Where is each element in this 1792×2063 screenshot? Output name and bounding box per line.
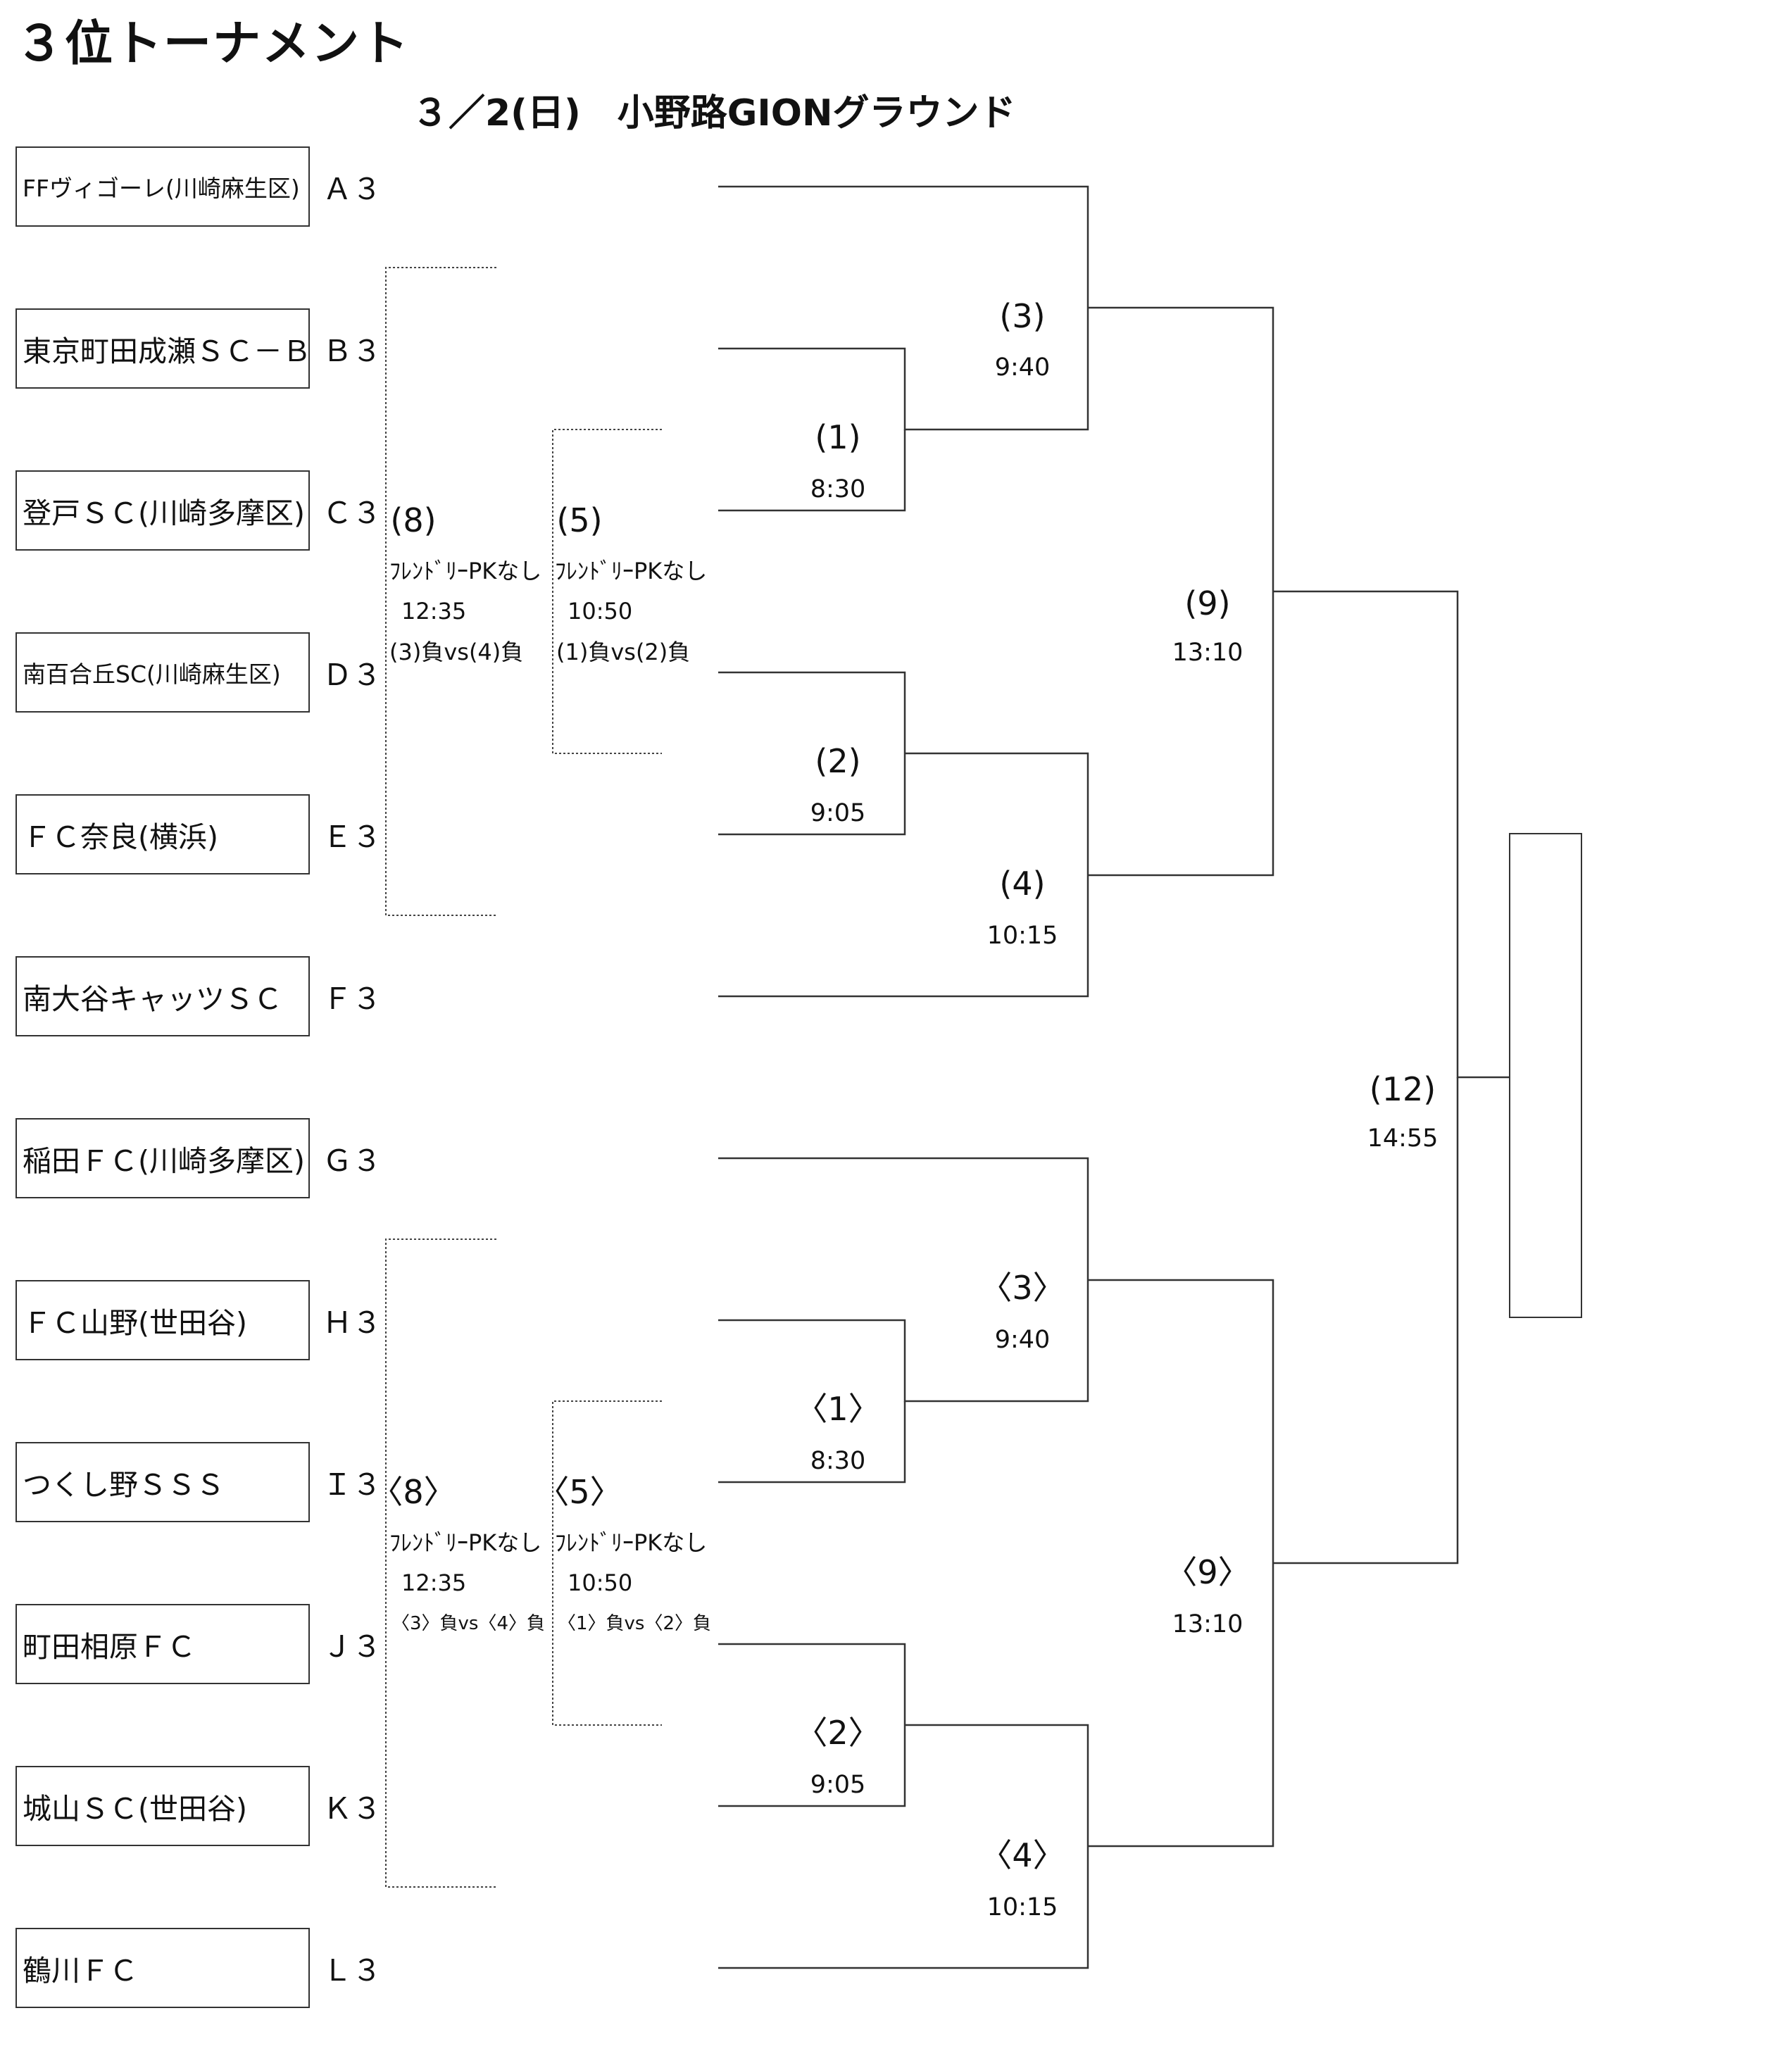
team-box: 登戸ＳＣ(川崎多摩区): [15, 470, 310, 551]
consolation-match-number: (5): [556, 501, 603, 539]
team-seed: Ｆ３: [322, 981, 382, 1016]
team-seed: Ｇ３: [322, 1143, 382, 1178]
team-box: 東京町田成瀬ＳＣ－Ｂ: [15, 308, 310, 389]
bracket-line: [718, 1157, 1089, 1403]
match-number: (4): [999, 865, 1046, 903]
consolation-pair: (3)負vs(4)負: [389, 639, 524, 665]
winner-box: [1509, 833, 1582, 1318]
team-name: 登戸ＳＣ(川崎多摩区): [23, 496, 305, 530]
match-number: 〈4〉: [979, 1836, 1065, 1874]
team-box: ＦＣ山野(世田谷): [15, 1280, 310, 1360]
consolation-time: 10:50: [568, 598, 633, 625]
consolation-note: ﾌﾚﾝﾄﾞﾘｰPKなし: [389, 1529, 542, 1556]
consolation-bracket: [385, 1239, 496, 1888]
team-name: 稲田ＦＣ(川崎多摩区): [23, 1144, 305, 1178]
page-title: ３位トーナメント: [15, 16, 411, 72]
team-box: ＦＣ奈良(横浜): [15, 794, 310, 874]
match-number: (1): [815, 418, 861, 456]
team-seed: Ｄ３: [322, 657, 382, 692]
match-number: 〈9〉: [1165, 1553, 1251, 1591]
team-name: つくし野ＳＳＳ: [23, 1468, 225, 1502]
match-number: (3): [999, 297, 1046, 335]
team-seed: Ｌ３: [322, 1952, 382, 1988]
team-seed: Ｋ３: [322, 1791, 382, 1826]
team-box: つくし野ＳＳＳ: [15, 1442, 310, 1522]
team-name: 南大谷キャッツＳＣ: [23, 982, 282, 1016]
team-box: 南大谷キャッツＳＣ: [15, 956, 310, 1036]
team-seed: Ｅ３: [322, 819, 382, 854]
final-match-number: (12): [1369, 1070, 1436, 1108]
bracket-line: [1273, 590, 1509, 1079]
consolation-pair: (1)負vs(2)負: [556, 639, 691, 665]
match-number: 〈2〉: [795, 1714, 881, 1752]
consolation-time: 12:35: [401, 598, 467, 625]
team-name: 南百合丘SC(川崎麻生区): [23, 660, 281, 688]
match-time: 13:10: [1172, 639, 1243, 667]
match-time: 10:15: [986, 922, 1058, 950]
team-seed: Ｈ３: [322, 1305, 382, 1340]
match-time: 9:05: [810, 799, 866, 827]
team-box: 南百合丘SC(川崎麻生区): [15, 632, 310, 713]
team-seed: Ｂ３: [322, 333, 382, 368]
bracket-line: [1088, 306, 1274, 877]
team-name: 城山ＳＣ(世田谷): [23, 1792, 247, 1826]
match-number: (9): [1184, 584, 1231, 622]
team-name: 鶴川ＦＣ: [23, 1954, 138, 1988]
team-name: FFヴィゴーレ(川崎麻生区): [23, 175, 300, 202]
consolation-time: 12:35: [401, 1569, 467, 1596]
consolation-time: 10:50: [568, 1569, 633, 1596]
team-box: 町田相原ＦＣ: [15, 1604, 310, 1684]
match-time: 9:05: [810, 1771, 866, 1799]
bracket-line: [718, 429, 906, 512]
consolation-note: ﾌﾚﾝﾄﾞﾘｰPKなし: [555, 558, 708, 584]
consolation-pair: 〈3〉負vs〈4〉負: [391, 1613, 546, 1634]
match-time: 9:40: [994, 1326, 1051, 1354]
match-time: 13:10: [1172, 1610, 1243, 1638]
match-time: 10:15: [986, 1893, 1058, 1921]
consolation-match-number: 〈8〉: [370, 1473, 456, 1511]
consolation-note: ﾌﾚﾝﾄﾞﾘｰPKなし: [555, 1529, 708, 1556]
team-name: 町田相原ＦＣ: [23, 1630, 196, 1664]
match-time: 9:40: [994, 353, 1051, 382]
team-box: FFヴィゴーレ(川崎麻生区): [15, 146, 310, 227]
team-name: ＦＣ山野(世田谷): [23, 1306, 247, 1340]
match-number: 〈1〉: [795, 1390, 881, 1428]
bracket-line: [1273, 1077, 1459, 1565]
bracket-line: [718, 1401, 906, 1484]
team-box: 鶴川ＦＣ: [15, 1928, 310, 2008]
consolation-bracket: [552, 1400, 662, 1726]
consolation-match-number: 〈5〉: [537, 1473, 622, 1511]
consolation-note: ﾌﾚﾝﾄﾞﾘｰPKなし: [389, 558, 542, 584]
consolation-match-number: (8): [390, 501, 437, 539]
consolation-bracket: [552, 429, 662, 754]
team-seed: Ｃ３: [322, 495, 382, 530]
match-number: 〈3〉: [979, 1269, 1065, 1307]
team-name: 東京町田成瀬ＳＣ－Ｂ: [23, 334, 310, 368]
team-box: 稲田ＦＣ(川崎多摩区): [15, 1118, 310, 1198]
team-seed: Ｉ３: [322, 1467, 382, 1502]
page-subtitle: ３／2(日) 小野路GIONグラウンド: [412, 92, 1016, 134]
match-number: (2): [815, 742, 861, 780]
team-box: 城山ＳＣ(世田谷): [15, 1766, 310, 1846]
final-match-time: 14:55: [1367, 1124, 1439, 1153]
team-name: ＦＣ奈良(横浜): [23, 820, 218, 854]
team-seed: Ｊ３: [322, 1629, 382, 1664]
consolation-bracket: [385, 267, 496, 916]
team-seed: Ａ３: [322, 171, 382, 206]
match-time: 8:30: [810, 475, 866, 503]
consolation-pair: 〈1〉負vs〈2〉負: [558, 1613, 712, 1634]
bracket-line: [718, 185, 1089, 431]
match-time: 8:30: [810, 1447, 866, 1475]
